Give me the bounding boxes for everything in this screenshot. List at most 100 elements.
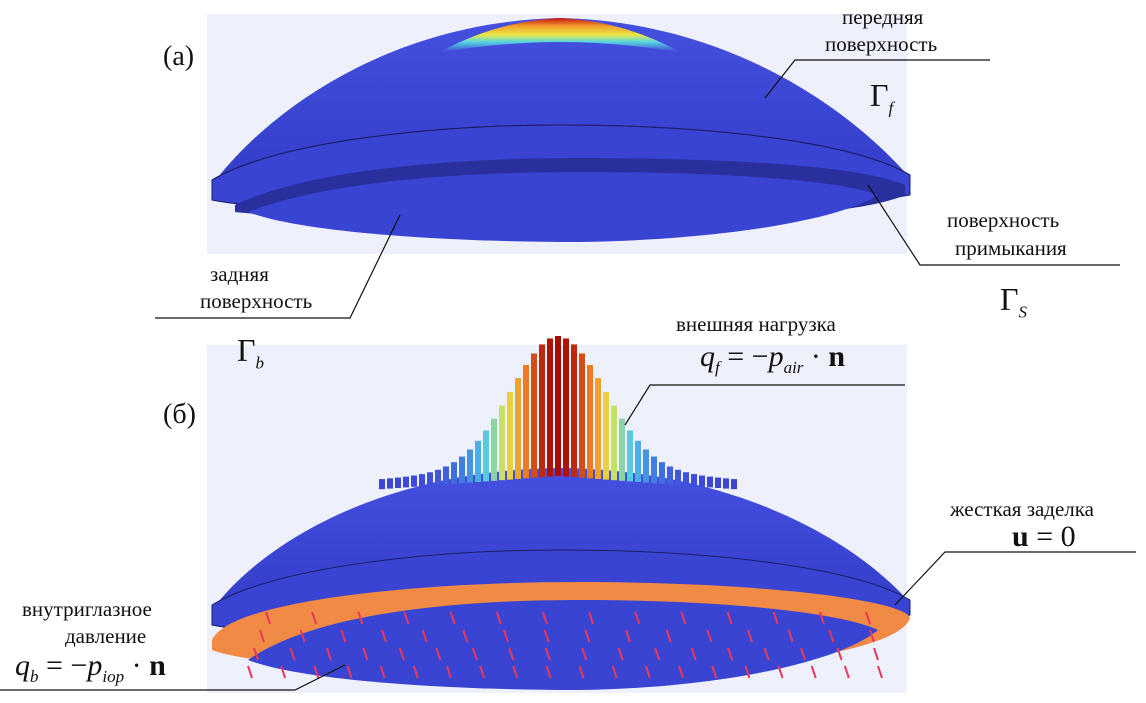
- pressure-arrow: [544, 647, 551, 661]
- pressure-arrow: [449, 611, 456, 625]
- leader-front: [764, 59, 990, 99]
- junction-surface-label-1: поверхность: [947, 208, 1060, 232]
- pressure-arrow: [877, 665, 883, 679]
- pressure-arrow: [581, 647, 588, 661]
- pressure-arrow: [617, 647, 624, 661]
- load-bar: [499, 405, 505, 481]
- pressure-arrow: [744, 665, 751, 679]
- load-bar: [411, 475, 417, 487]
- pressure-arrow: [611, 665, 618, 679]
- load-bar: [683, 472, 689, 486]
- pressure-arrow: [772, 611, 779, 625]
- load-bar: [627, 430, 633, 482]
- load-bar: [435, 469, 441, 485]
- load-bar: [619, 418, 625, 481]
- load-bar: [555, 336, 561, 476]
- pressure-arrow: [836, 647, 843, 661]
- pressure-arrow: [588, 611, 595, 625]
- load-bar: [539, 344, 545, 478]
- pressure-arrow: [311, 611, 318, 625]
- load-bar: [595, 378, 601, 479]
- load-bar: [611, 405, 617, 481]
- load-bar: [507, 391, 513, 480]
- load-bar: [707, 476, 713, 488]
- load-bar: [403, 476, 409, 488]
- leader-intraocular: [0, 664, 346, 691]
- load-bar: [467, 449, 473, 483]
- pressure-arrow: [289, 647, 296, 661]
- load-bar: [587, 364, 593, 479]
- pressure-arrow: [503, 629, 509, 643]
- load-bar: [531, 353, 537, 478]
- back-surface-label-2: поверхность: [200, 289, 313, 313]
- pressure-arrow: [479, 665, 486, 679]
- load-bar: [643, 449, 649, 483]
- external-load-formula: qf = −pair · n: [700, 340, 846, 377]
- back-surface-label-1: задняя: [210, 262, 269, 286]
- pressure-arrow: [495, 611, 502, 625]
- pressure-arrow: [678, 665, 685, 679]
- pressure-arrow: [800, 647, 807, 661]
- cornea-b: [211, 336, 911, 690]
- leader-fixation: [894, 551, 1136, 606]
- front-surface-symbol: Γf: [870, 77, 894, 118]
- external-load-title: внешняя нагрузка: [676, 312, 836, 336]
- pressure-arrow: [727, 647, 734, 661]
- load-bar: [731, 479, 737, 490]
- intraocular-pressure-formula: qb = −piop · n: [15, 649, 166, 686]
- pressure-arrow: [462, 629, 469, 643]
- pressure-arrow: [508, 647, 515, 661]
- pressure-arrow: [325, 647, 332, 661]
- pressure-arrow: [818, 611, 825, 625]
- pressure-arrow: [381, 629, 387, 643]
- leader-external: [624, 384, 905, 426]
- pressure-arrow: [865, 611, 871, 625]
- pressure-arrow: [711, 665, 718, 679]
- pressure-arrow: [843, 665, 850, 679]
- pressure-arrow: [445, 665, 452, 679]
- pressure-arrow: [253, 647, 259, 661]
- load-bar: [483, 430, 489, 482]
- front-surface-label-2: поверхность: [825, 32, 938, 56]
- pressure-arrow: [578, 665, 585, 679]
- cornea-a: [211, 18, 911, 242]
- pressure-arrow: [265, 611, 271, 625]
- pressure-arrow: [403, 611, 410, 625]
- pressure-arrow: [777, 665, 784, 679]
- load-bar: [443, 466, 449, 485]
- pressure-arrow: [828, 629, 835, 643]
- load-bar: [395, 477, 401, 488]
- pressure-arrow: [625, 629, 631, 643]
- pressure-arrow: [873, 647, 879, 661]
- load-bar: [659, 462, 665, 484]
- pressure-arrow: [421, 629, 428, 643]
- load-bar: [579, 353, 585, 478]
- front-surface-label-1: передняя: [842, 5, 924, 29]
- pressure-arrow: [726, 611, 733, 625]
- pressure-arrow: [706, 629, 713, 643]
- back-surface-a: [248, 172, 878, 242]
- load-bar: [523, 364, 529, 479]
- pressure-arrow: [346, 665, 353, 679]
- load-bar: [563, 338, 569, 477]
- pressure-arrow: [763, 647, 770, 661]
- pressure-arrow: [584, 629, 591, 643]
- intraocular-pressure-label-1: внутриглазное: [22, 597, 152, 621]
- load-bar: [571, 344, 577, 478]
- load-bar: [699, 475, 705, 487]
- load-bar: [667, 466, 673, 485]
- pressure-arrow: [340, 629, 347, 643]
- load-bar: [547, 338, 553, 477]
- pressure-arrow: [545, 665, 552, 679]
- pressure-arrow: [654, 647, 661, 661]
- panel-a-tag: (а): [163, 41, 195, 72]
- pressure-arrow: [471, 647, 478, 661]
- intraocular-pressure-arrows: [247, 611, 883, 679]
- load-bar: [675, 469, 681, 485]
- pressure-arrow: [280, 665, 287, 679]
- leader-lines: [0, 59, 1136, 691]
- load-bar: [635, 440, 641, 482]
- load-bar: [715, 477, 721, 488]
